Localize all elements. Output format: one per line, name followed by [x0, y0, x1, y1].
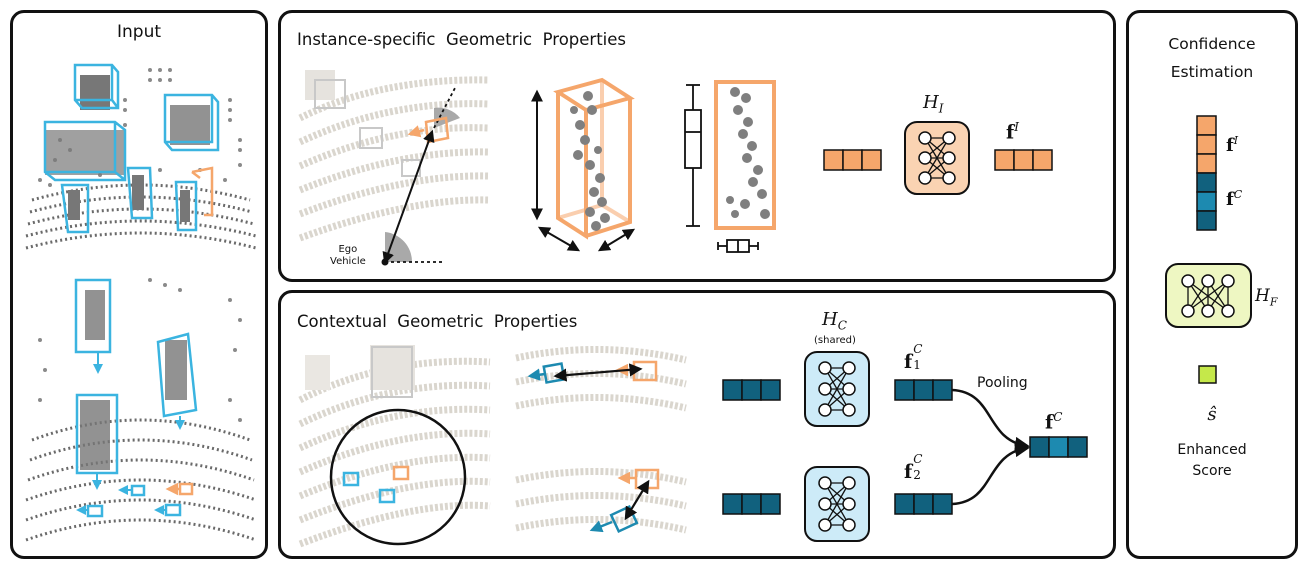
context-input-feature-2 — [722, 493, 781, 515]
instance-feature-label: fI — [1006, 120, 1019, 144]
input-top-pointcloud — [25, 63, 257, 250]
input-title: Input — [116, 22, 162, 42]
context-output-feature-2 — [894, 493, 953, 515]
context-pair-view-2 — [515, 468, 687, 534]
ego-vehicle-label: Ego Vehicle — [330, 244, 366, 267]
context-title: Contextual Geometric Properties — [297, 312, 578, 331]
context-head-label: HC — [822, 309, 847, 333]
instance-head-label: HI — [923, 92, 944, 116]
instance-3d-box — [531, 77, 636, 252]
enhanced-score-label: Enhanced Score — [1177, 442, 1247, 479]
instance-output-feature — [994, 149, 1053, 171]
score-square — [1198, 365, 1217, 384]
instance-head-network — [904, 121, 970, 195]
score-symbol: ŝ — [1207, 404, 1217, 425]
pooled-context-feature — [1029, 436, 1088, 458]
pooled-feature-label: fC — [1045, 410, 1063, 434]
context-neighborhood-scene — [298, 345, 491, 548]
context-input-feature-1 — [722, 379, 781, 401]
fusion-head-network — [1165, 263, 1252, 328]
context-panel — [278, 290, 1116, 559]
pooling-label: Pooling — [977, 375, 1028, 391]
context-head-network-1 — [804, 351, 870, 427]
ego-angle-scene — [298, 70, 489, 266]
instance-boxplot-view — [684, 80, 776, 253]
confidence-title: Confidence Estimation — [1168, 35, 1256, 81]
instance-title: Instance-specific Geometric Properties — [297, 30, 627, 49]
fusion-head-label: HF — [1255, 286, 1278, 309]
input-panel — [10, 10, 268, 559]
input-bottom-pointcloud — [25, 278, 257, 542]
pooling-arrows — [951, 388, 1030, 506]
confidence-fc-label: fC — [1226, 188, 1243, 210]
context-head-note: (shared) — [814, 335, 856, 346]
confidence-fi-label: fI — [1226, 134, 1239, 156]
context-pair-view-1 — [515, 346, 687, 412]
context-head-network-2 — [804, 466, 870, 542]
context-output-feature-1 — [894, 379, 953, 401]
concatenated-feature — [1196, 115, 1217, 231]
instance-input-feature — [823, 149, 882, 171]
